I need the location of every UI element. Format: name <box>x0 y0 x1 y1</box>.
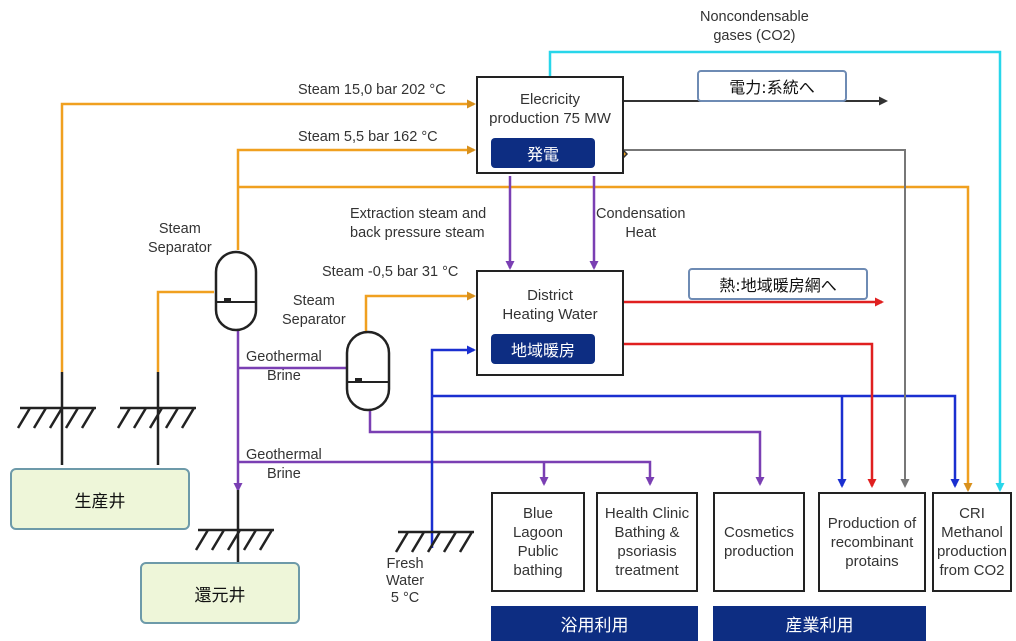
cri-methanol-box: CRI Methanol production from CO2 <box>932 492 1012 592</box>
separator-2 <box>345 330 391 412</box>
noncondensable-gases-label: Noncondensable gases (CO2) <box>700 9 809 44</box>
condensation-heat-label: Condensation Heat <box>596 206 686 241</box>
district-heating-title: District Heating Water <box>502 287 598 323</box>
health-clinic-box: Health Clinic Bathing & psoriasis treatm… <box>596 492 698 592</box>
power-grid-callout: 電力:系統へ <box>697 70 847 102</box>
health-clinic-label: Health Clinic Bathing & psoriasis treatm… <box>604 505 690 579</box>
hot-water-lines <box>624 297 884 488</box>
bathing-use-band: 浴用利用 <box>491 606 698 641</box>
reinjection-well-box: 還元井 <box>140 562 300 624</box>
blue-lagoon-label: Blue Lagoon Public bathing <box>512 505 564 579</box>
fresh-water-label: Fresh Water 5 °C <box>386 556 425 606</box>
power-generation-tag: 発電 <box>491 138 595 168</box>
geothermal-brine-label-1: Geothermal Brine <box>246 349 322 384</box>
production-well-box: 生産井 <box>10 468 190 530</box>
condensate-line <box>624 149 910 488</box>
district-heating-tag: 地域暖房 <box>491 334 595 364</box>
separator-1 <box>214 250 258 332</box>
steam-separator-label-1: Steam Separator <box>148 221 212 256</box>
co2-gas-line <box>548 50 1005 492</box>
recombinant-proteins-label: Production of recombinant protains <box>827 514 917 570</box>
cosmetics-box: Cosmetics production <box>713 492 805 592</box>
industrial-use-band: 産業利用 <box>713 606 926 641</box>
cri-methanol-label: CRI Methanol production from CO2 <box>936 505 1008 579</box>
recombinant-proteins-box: Production of recombinant protains <box>818 492 926 592</box>
steam-15-label: Steam 15,0 bar 202 °C <box>298 82 446 98</box>
steam-55-label: Steam 5,5 bar 162 °C <box>298 129 438 145</box>
brine-lines <box>233 176 765 492</box>
steam-05-label: Steam -0,5 bar 31 °C <box>322 264 459 280</box>
power-plant-title: Elecricity production 75 MW <box>489 91 611 127</box>
geothermal-brine-label-2: Geothermal Brine <box>246 447 322 482</box>
steam-lines <box>60 99 973 492</box>
cosmetics-label: Cosmetics production <box>723 524 795 560</box>
fresh-water-lines <box>430 345 960 548</box>
steam-separator-label-2: Steam Separator <box>282 293 346 328</box>
district-heating-callout: 熱:地域暖房網へ <box>688 268 868 300</box>
extraction-steam-label: Extraction steam and back pressure steam <box>350 206 487 241</box>
blue-lagoon-box: Blue Lagoon Public bathing <box>491 492 585 592</box>
ground-hatches <box>16 372 474 572</box>
